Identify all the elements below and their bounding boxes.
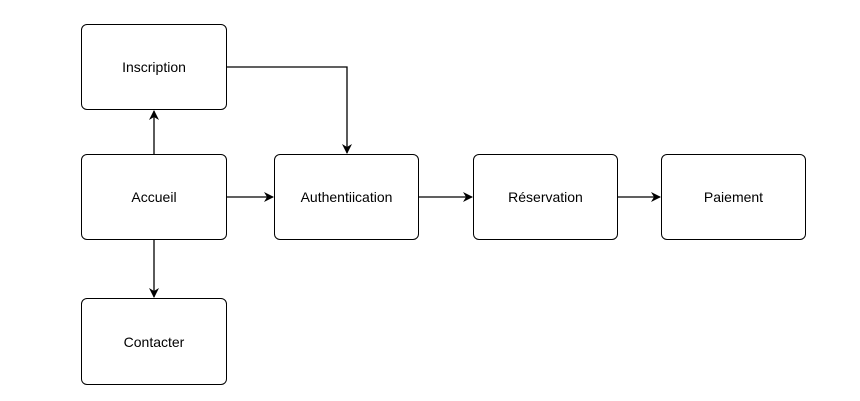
node-contacter[interactable]: Contacter [81, 298, 227, 385]
node-paiement-label: Paiement [703, 189, 764, 205]
node-reservation-label: Réservation [508, 189, 583, 205]
node-paiement[interactable]: Paiement [661, 154, 806, 240]
node-reservation[interactable]: Réservation [473, 154, 618, 240]
node-accueil[interactable]: Accueil [81, 154, 227, 240]
node-contacter-label: Contacter [123, 333, 185, 350]
node-inscription-label: Inscription [122, 59, 186, 75]
edge-inscription-authentification [227, 66, 352, 154]
node-authentification-label: Authentiication [300, 189, 393, 205]
node-authentification[interactable]: Authentiication [274, 154, 419, 240]
node-inscription[interactable]: Inscription [81, 24, 227, 110]
node-accueil-label: Accueil [131, 189, 177, 205]
